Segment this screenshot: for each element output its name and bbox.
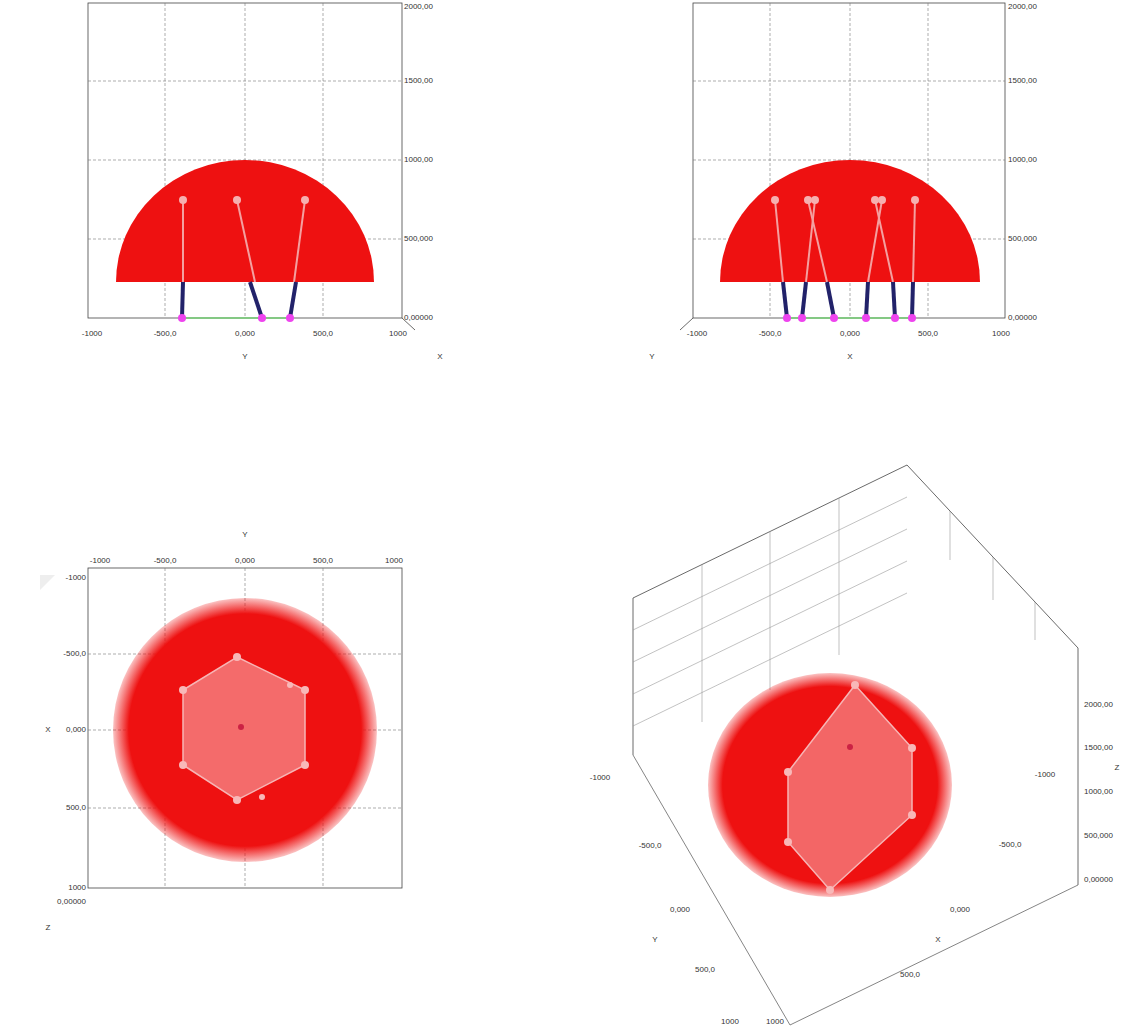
axis-tick-label: 1000,00 [404,155,433,165]
axis-tick-label: 0,000 [950,905,970,915]
axis-tick-label: 0,00000 [1008,313,1037,323]
axis-tick-label: 0,000 [670,905,690,915]
axis-tick-label: Y [242,352,247,362]
axis-tick-label: -500,0 [639,841,662,851]
axis-tick-label: 500,000 [1084,831,1113,841]
axis-tick-label: -500,0 [999,840,1022,850]
axis-tick-label: Z [1115,763,1120,773]
axis-tick-label: Y [649,352,654,362]
axis-tick-label: 1000 [385,556,403,566]
axis-tick-label: 1500,00 [404,76,433,86]
axis-tick-label: 500,0 [918,329,938,339]
front-view-x [680,3,1005,330]
axis-tick-label: X [45,725,50,735]
axis-tick-label: -1000 [687,329,707,339]
axis-tick-label: 2000,00 [404,2,433,12]
axis-tick-label: 500,000 [404,234,433,244]
axis-tick-label: -1000 [590,773,610,783]
axis-tick-label: -1000 [66,573,86,583]
axis-tick-label: 1000,00 [1084,787,1113,797]
axis-tick-label: 500,0 [313,556,333,566]
axis-tick-label: -500,0 [154,556,177,566]
isometric-view [633,465,1078,1025]
axis-tick-label: 500,0 [313,329,333,339]
axis-tick-label: 1000 [389,329,407,339]
axis-tick-label: 0,000 [235,556,255,566]
axis-tick-label: X [847,352,852,362]
axis-tick-label: 2000,00 [1084,700,1113,710]
axis-tick-label: 0,000 [840,329,860,339]
axis-tick-label: 0,000 [235,329,255,339]
axis-tick-label: -1000 [82,329,102,339]
axis-tick-label: Z [46,923,51,933]
axis-tick-label: 0,00000 [1084,875,1113,885]
axis-tick-label: X [437,352,442,362]
axis-tick-label: 500,000 [1008,234,1037,244]
axis-tick-label: 500,0 [66,803,86,813]
axis-tick-label: X [935,935,940,945]
axis-tick-label: -1000 [90,556,110,566]
front-view-y [88,3,415,330]
axis-tick-label: 1500,00 [1008,76,1037,86]
axis-tick-label: 2000,00 [1008,2,1037,12]
top-view [40,568,402,888]
axis-tick-label: 0,000 [66,725,86,735]
axis-tick-label: 0,00000 [57,897,86,907]
axis-tick-label: 500,0 [695,965,715,975]
axis-tick-label: -500,0 [759,329,782,339]
axis-tick-label: 1000 [68,883,86,893]
axis-tick-label: 1000 [992,329,1010,339]
axis-tick-label: Y [242,530,247,540]
axis-tick-label: 500,0 [900,970,920,980]
axis-tick-label: Y [652,935,657,945]
axis-tick-label: -500,0 [63,649,86,659]
axis-tick-label: 1500,00 [1084,743,1113,753]
axis-tick-label: -500,0 [154,329,177,339]
axis-tick-label: 1000 [721,1017,739,1027]
axis-tick-label: 1000,00 [1008,155,1037,165]
axis-tick-label: 1000 [766,1017,784,1027]
axis-tick-label: -1000 [1035,770,1055,780]
axis-tick-label: 0,00000 [404,313,433,323]
